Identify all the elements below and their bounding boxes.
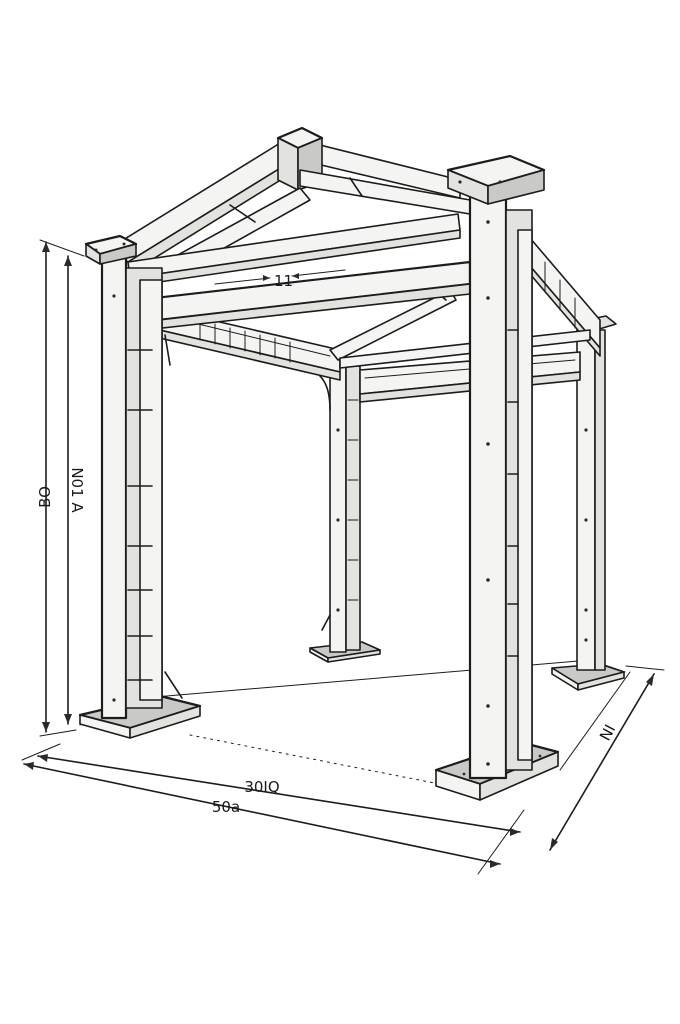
right-depth-dimension bbox=[549, 665, 665, 851]
front-right-column bbox=[434, 154, 560, 801]
front-width-inner-label: 30IQ bbox=[244, 778, 279, 796]
right-depth-label: NI bbox=[596, 722, 619, 744]
back-left-column bbox=[309, 359, 381, 663]
front-left-column bbox=[78, 234, 202, 739]
left-height-dimension bbox=[39, 239, 85, 737]
left-height-inner-label: N01 A bbox=[68, 467, 86, 513]
top-beam-dimension-label: 11 bbox=[274, 272, 293, 290]
front-width-outer-label: 50a bbox=[212, 798, 240, 816]
left-height-outer-label: BO bbox=[36, 486, 54, 508]
front-width-dimension bbox=[21, 743, 525, 875]
